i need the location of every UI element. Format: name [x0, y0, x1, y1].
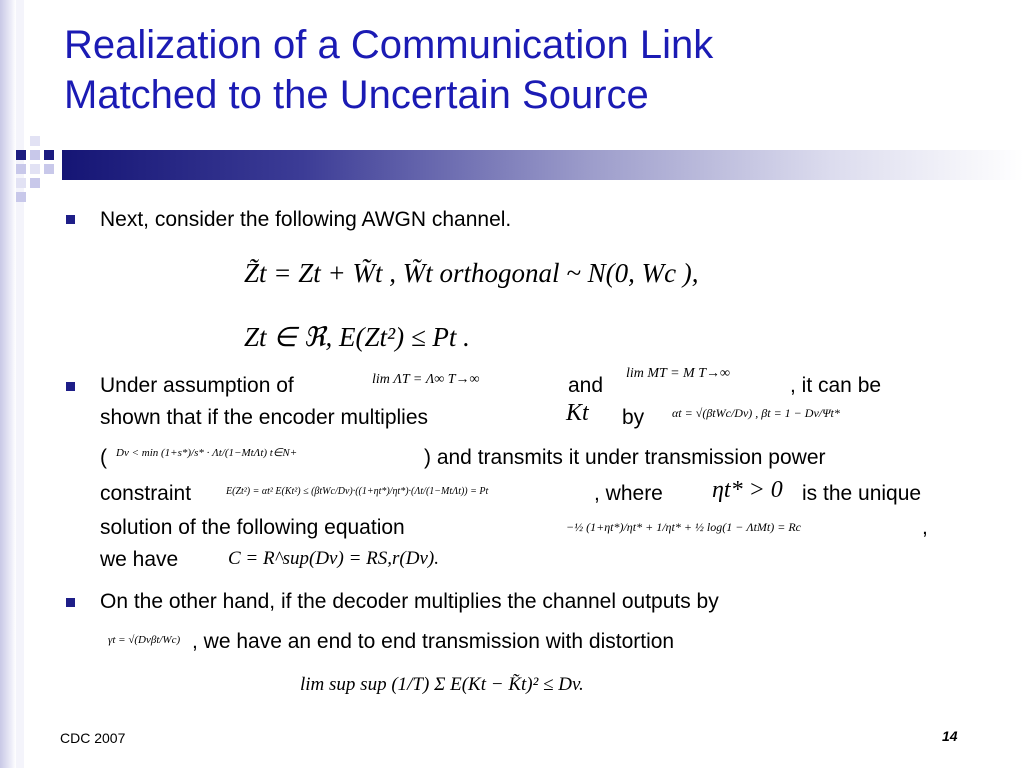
bullet-2-line-3: ) and transmits it under transmission po…	[424, 446, 826, 469]
header-gradient-bar	[62, 150, 1024, 180]
bullet-2-line-5: solution of the following equation	[100, 516, 405, 539]
bullet-square-icon	[66, 215, 75, 224]
bullet-2-and: and	[568, 374, 604, 397]
bullet-2-paren: (	[100, 446, 107, 469]
equation-Dv-min: Dv < min (1+s*)/s* · Λt/(1−MtΛt) t∈N+	[116, 447, 298, 459]
equation-eta: ηt* > 0	[712, 477, 783, 503]
bullet-2-text-1: Under assumption of	[100, 374, 294, 397]
bullet-3-line-1: On the other hand, if the decoder multip…	[100, 590, 719, 613]
left-gradient-bar	[0, 0, 16, 768]
bullet-3-line-2: , we have an end to end transmission wit…	[192, 630, 675, 653]
slide-title: Realization of a Communication Link Matc…	[64, 20, 1004, 120]
bullet-2-comma: ,	[922, 516, 928, 539]
bullet-square-icon	[66, 382, 75, 391]
bullet-square-icon	[66, 598, 75, 607]
bullet-2-line-4a: constraint	[100, 482, 192, 505]
equation-Kt: Kt	[566, 400, 589, 426]
bullet-2-by: by	[622, 406, 645, 429]
title-line-1: Realization of a Communication Link	[64, 23, 714, 67]
left-gradient-bar-inner	[16, 0, 24, 768]
title-line-2: Matched to the Uncertain Source	[64, 73, 649, 117]
bullet-2-line-4b: , where	[594, 482, 663, 505]
equation-distortion: lim sup sup (1/T) Σ E(Kt − K̃t)² ≤ Dv.	[300, 674, 584, 695]
bullet-1-text: Next, consider the following AWGN channe…	[100, 208, 512, 231]
equation-alpha-beta: αt = √(βtWc/Dv) , βt = 1 − Dv/Ψt*	[672, 406, 840, 420]
bullet-2-text-2: , it can be	[790, 374, 882, 397]
equation-channel: Z̃t = Zt + W̃t , W̃t orthogonal ~ N(0, W…	[244, 258, 699, 288]
bullet-2-line-4c: is the unique	[802, 482, 922, 505]
equation-gamma: γt = √(Dvβt/Wc)	[108, 634, 181, 646]
equation-lim-lambda: lim ΛT = Λ∞ T→∞	[372, 372, 480, 387]
equation-rate: −½ (1+ηt*)/ηt* + 1/ηt* + ½ log(1 − ΛtMt)…	[566, 520, 802, 534]
bullet-2-line-2: shown that if the encoder multiplies	[100, 406, 429, 429]
equation-power: E(Zt²) = αt² E(Kt²) ≤ (βtWc/Dv)·((1+ηt*)…	[226, 486, 489, 497]
page-number: 14	[942, 728, 958, 744]
equation-power-constraint: Zt ∈ ℜ, E(Zt²) ≤ Pt .	[244, 322, 470, 352]
equation-capacity: C = R^sup(Dv) = RS,r(Dv).	[228, 548, 439, 569]
footer-label: CDC 2007	[60, 730, 126, 746]
equation-lim-M: lim MT = M T→∞	[626, 366, 730, 381]
bullet-2-line-6: we have	[100, 548, 179, 571]
